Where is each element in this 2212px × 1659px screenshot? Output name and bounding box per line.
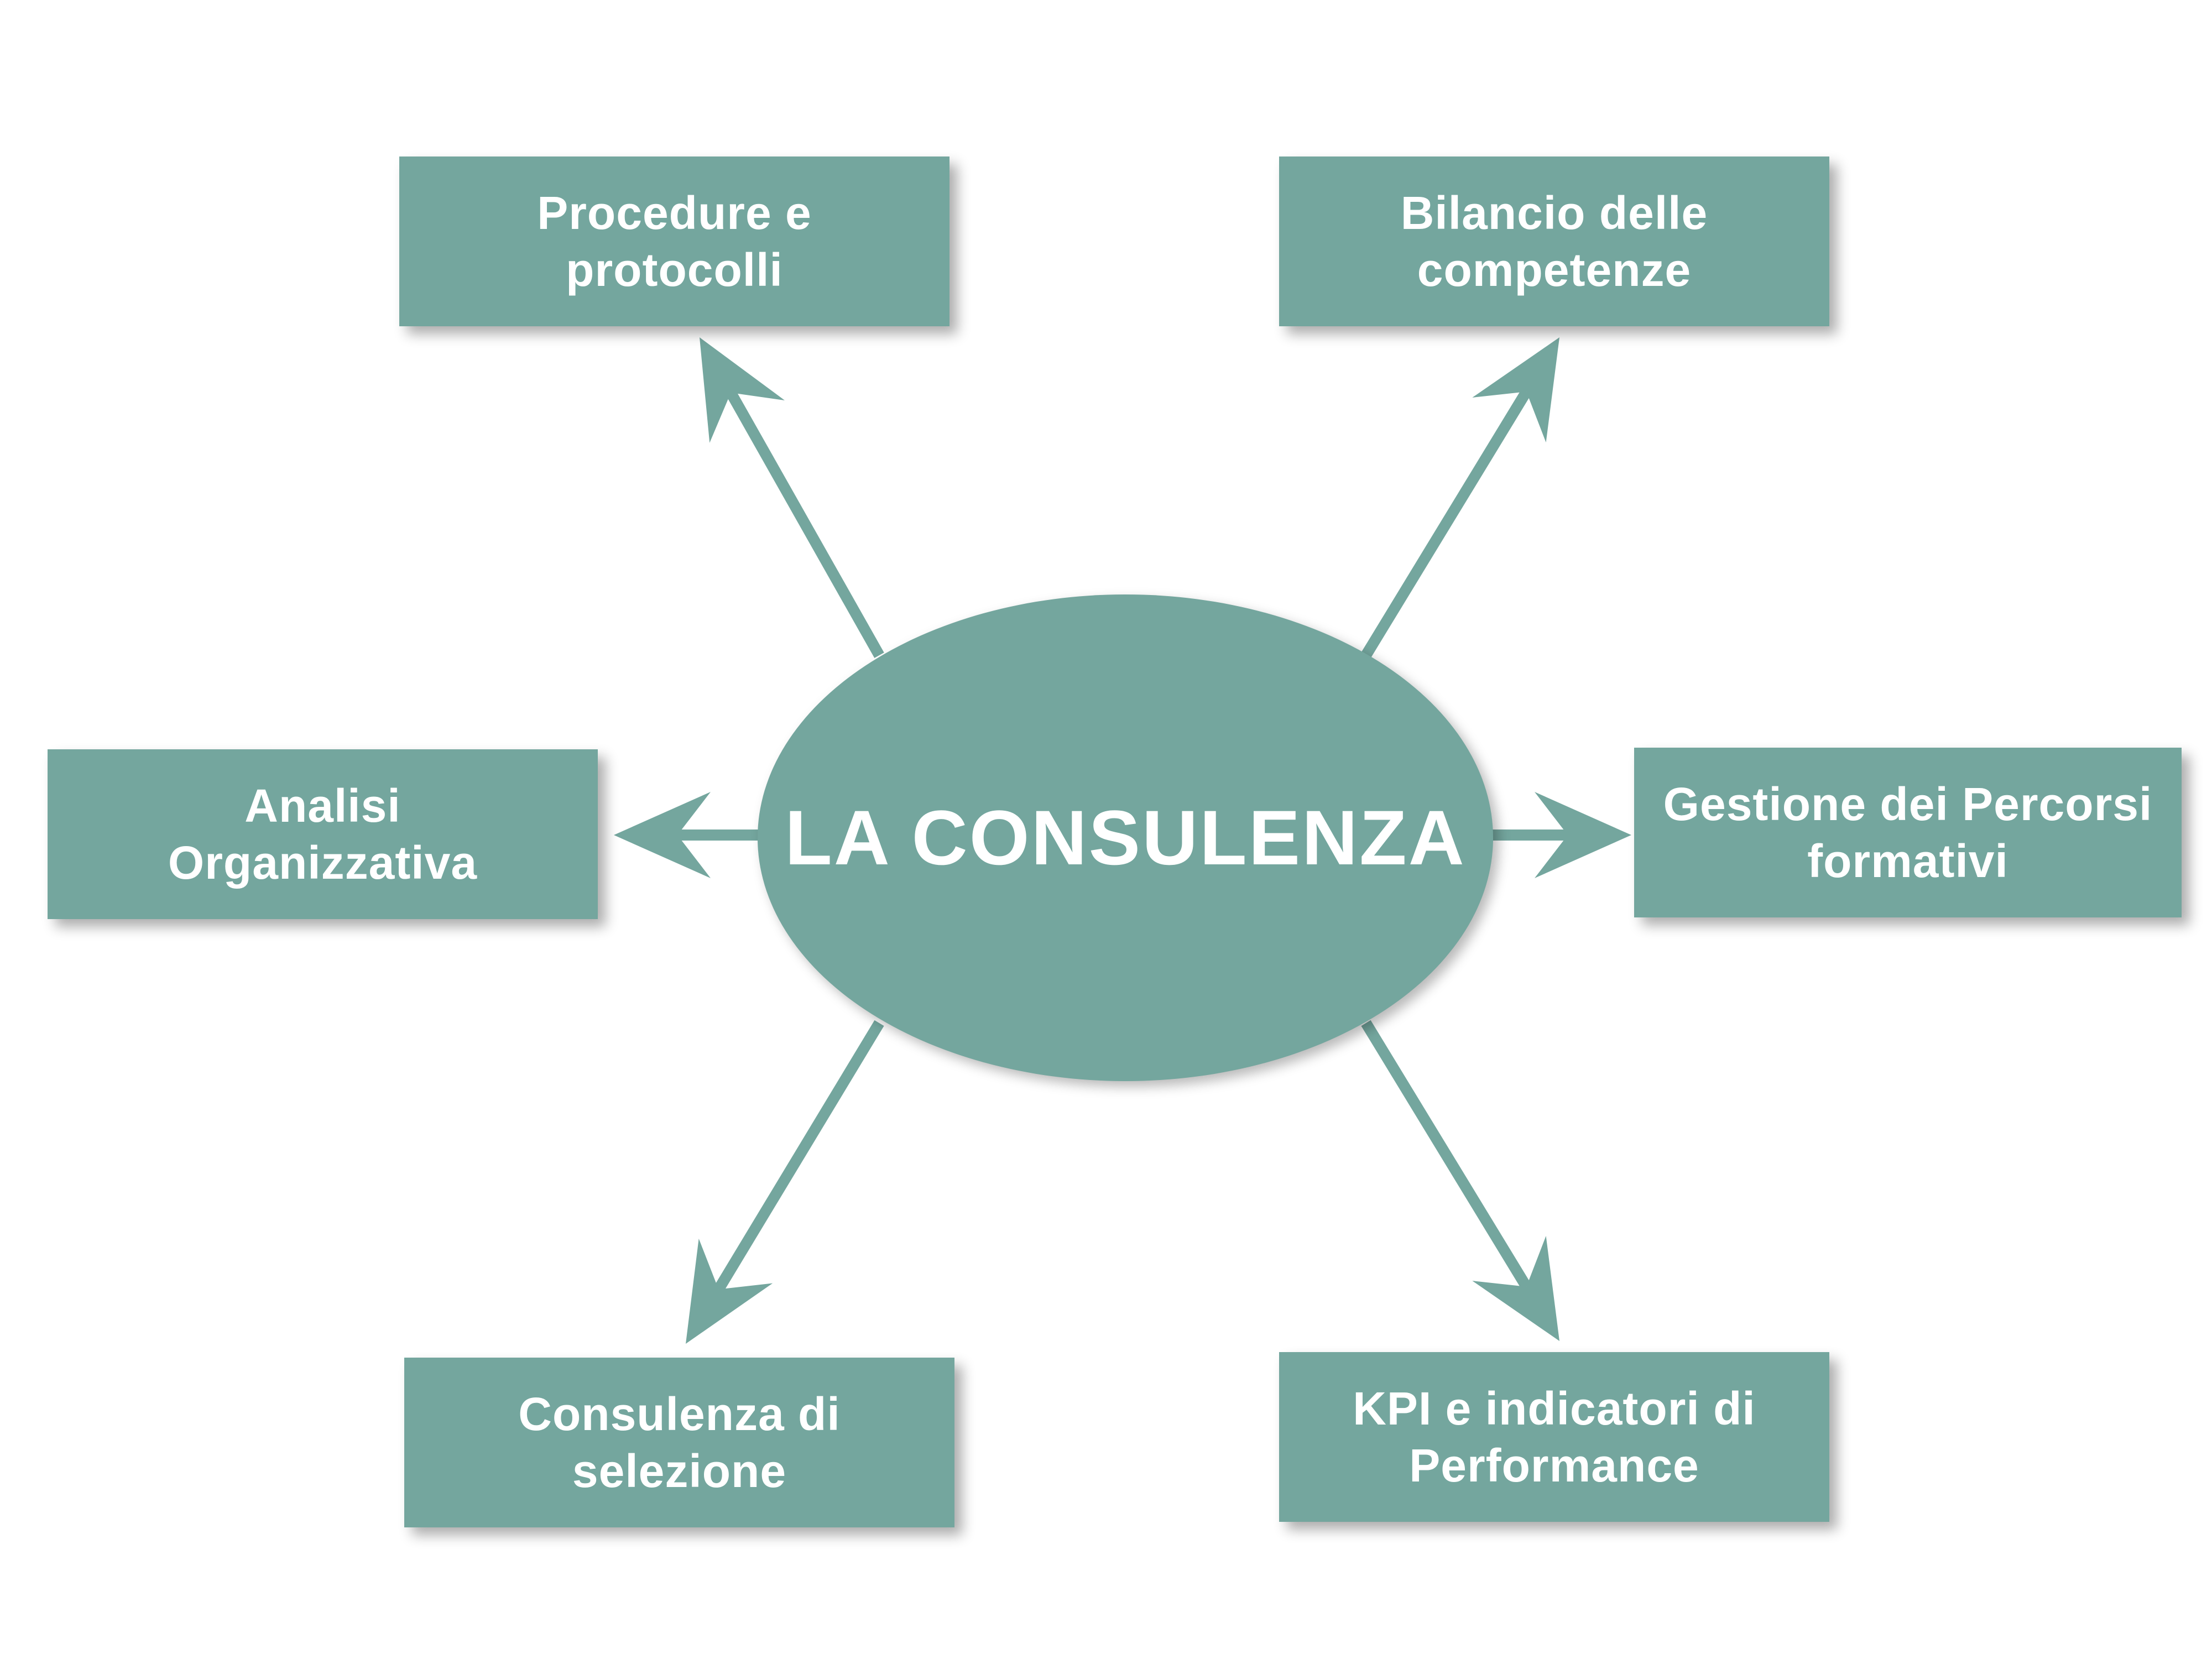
center-node-label: LA CONSULENZA: [785, 794, 1466, 881]
arrowhead: [1472, 337, 1559, 443]
node-label: KPI e indicatori di Performance: [1353, 1383, 1756, 1491]
node-procedure-e-protocolli: Procedure e protocolli: [399, 156, 950, 326]
node-consulenza-di-selezione: Consulenza di selezione: [404, 1358, 954, 1527]
node-label: Bilancio delle competenze: [1400, 187, 1708, 296]
arrow-procedure: [700, 337, 884, 658]
arrowhead: [1535, 792, 1631, 878]
arrow-shaft: [1361, 1020, 1531, 1290]
arrow-shaft: [713, 1020, 884, 1292]
arrow-gestione: [1490, 792, 1631, 878]
node-label: Procedure e protocolli: [537, 187, 812, 296]
arrow-selezione: [686, 1020, 884, 1344]
node-label: Gestione dei Percorsi formativi: [1663, 778, 2153, 887]
arrow-bilancio: [1361, 337, 1559, 659]
arrowhead: [1472, 1235, 1559, 1341]
arrow-analisi: [614, 792, 760, 878]
arrowhead: [686, 1238, 773, 1344]
node-analisi-organizzativa: Analisi Organizzativa: [48, 749, 598, 919]
node-kpi-indicatori-performance: KPI e indicatori di Performance: [1279, 1352, 1829, 1522]
node-gestione-percorsi-formativi: Gestione dei Percorsi formativi: [1634, 748, 2182, 917]
arrow-shaft: [726, 390, 884, 658]
center-node: LA CONSULENZA: [758, 594, 1493, 1081]
node-bilancio-delle-competenze: Bilancio delle competenze: [1279, 156, 1829, 326]
arrowhead: [700, 337, 785, 443]
arrowhead: [614, 792, 711, 878]
arrow-shaft: [1361, 389, 1531, 659]
arrow-kpi: [1361, 1020, 1559, 1341]
node-label: Consulenza di selezione: [518, 1388, 841, 1497]
node-label: Analisi Organizzativa: [168, 780, 478, 889]
